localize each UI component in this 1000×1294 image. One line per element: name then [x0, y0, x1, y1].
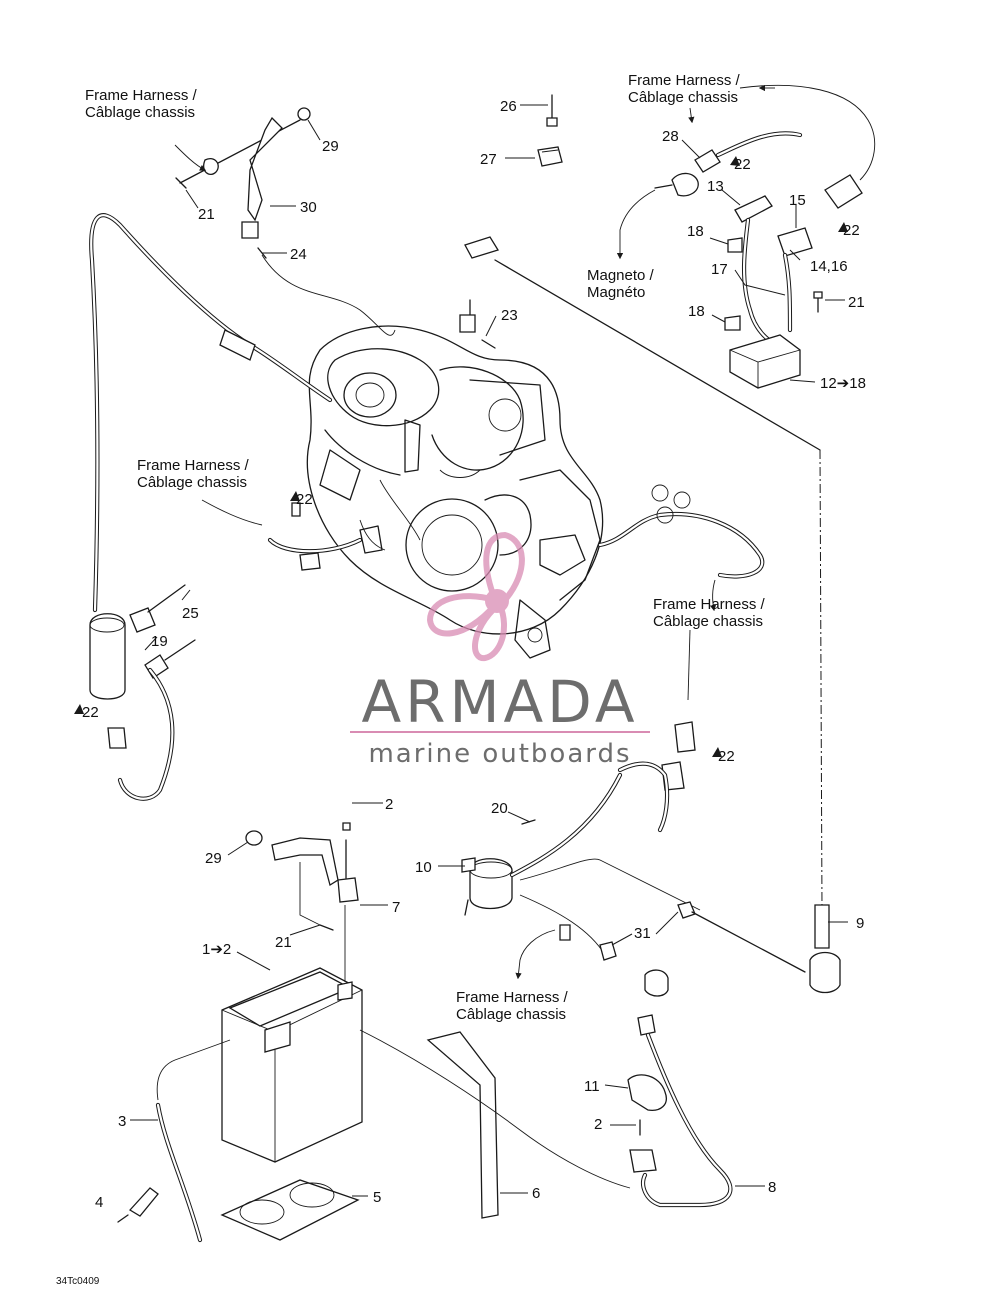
callout-19: 19 — [151, 633, 168, 650]
callout-8: 8 — [768, 1179, 776, 1196]
callout-24: 24 — [290, 246, 307, 263]
harness-label-top-right-line1: Frame Harness / — [628, 72, 741, 89]
callout-22-mid-left: 22 — [296, 491, 313, 508]
callout-22-top-right: 22 — [843, 222, 860, 239]
callout-22-left: 22 — [82, 704, 99, 721]
callout-25: 25 — [182, 605, 199, 622]
callout-20: 20 — [491, 800, 508, 817]
callout-5: 5 — [373, 1189, 381, 1206]
battery-cable-negative — [245, 830, 339, 931]
callout-29-top: 29 — [322, 138, 339, 155]
callout-28: 28 — [662, 128, 679, 145]
ground-strap-upper — [459, 236, 841, 994]
callout-10: 10 — [415, 859, 432, 876]
callout-7: 7 — [392, 899, 400, 916]
callout-leaders — [130, 84, 848, 1197]
callout-17: 17 — [711, 261, 728, 278]
callout-21-right: 21 — [848, 294, 865, 311]
magneto-cable — [616, 131, 803, 260]
battery — [156, 822, 363, 1163]
magneto-label-line2: Magnéto — [587, 284, 645, 301]
propeller-logo-icon — [426, 531, 525, 661]
nuts-31 — [515, 901, 806, 997]
left-harness-branch — [201, 499, 363, 571]
callout-22-top-center: 22 — [734, 156, 751, 173]
ignition-module-assembly — [724, 84, 876, 389]
harness-label-mid-left-line2: Câblage chassis — [137, 474, 247, 491]
fastener-26-27 — [537, 94, 563, 167]
harness-label-top-left-line1: Frame Harness / — [85, 87, 198, 104]
harness-label-top-right-line2: Câblage chassis — [628, 89, 738, 106]
callout-14-16: 14,16 — [810, 258, 848, 275]
brand-tagline: marine outboards — [368, 739, 631, 769]
battery-pad — [220, 1179, 360, 1241]
callout-13: 13 — [707, 178, 724, 195]
sealant-marker-icons — [74, 156, 848, 757]
callout-6: 6 — [532, 1185, 540, 1202]
callout-31: 31 — [634, 925, 651, 942]
callout-2-lower: 2 — [594, 1116, 602, 1133]
callout-numbers: 26 27 29 30 21 24 28 22 13 15 22 18 14,1… — [82, 98, 866, 1211]
callout-2-upper: 2 — [385, 796, 393, 813]
callout-26: 26 — [500, 98, 517, 115]
ignition-coil — [89, 584, 196, 801]
callout-12-to-18: 12➔18 — [820, 375, 866, 392]
callout-30: 30 — [300, 199, 317, 216]
harness-label-mid-right-line1: Frame Harness / — [653, 596, 766, 613]
callout-18-upper: 18 — [687, 223, 704, 240]
callout-18-lower: 18 — [688, 303, 705, 320]
callout-29-bottom: 29 — [205, 850, 222, 867]
armada-watermark: ARMADA marine outboards — [350, 531, 650, 769]
callout-15: 15 — [789, 192, 806, 209]
top-left-bracket — [175, 107, 396, 336]
harness-label-top-left-line2: Câblage chassis — [85, 104, 195, 121]
callout-22-right: 22 — [718, 748, 735, 765]
harness-label-mid-right-line2: Câblage chassis — [653, 613, 763, 630]
right-harness-branch — [597, 484, 765, 833]
callout-27: 27 — [480, 151, 497, 168]
harness-label-mid-left-line1: Frame Harness / — [137, 457, 250, 474]
harness-label-bottom-line1: Frame Harness / — [456, 989, 569, 1006]
callout-11: 11 — [584, 1078, 600, 1095]
callout-4: 4 — [95, 1194, 103, 1211]
engine-assembly — [306, 325, 604, 659]
callout-21-top: 21 — [198, 206, 215, 223]
battery-cable-positive — [627, 1014, 733, 1208]
callout-1-to-2: 1➔2 — [202, 941, 231, 958]
battery-bracket — [359, 1029, 631, 1219]
left-loop-cable — [89, 213, 333, 613]
harness-label-bottom-line2: Câblage chassis — [456, 1006, 566, 1023]
callout-23: 23 — [501, 307, 518, 324]
diagram-reference-code: 34Tc0409 — [56, 1276, 100, 1287]
callout-3: 3 — [118, 1113, 126, 1130]
battery-strap — [117, 1102, 203, 1243]
callout-9: 9 — [856, 915, 864, 932]
magneto-label-line1: Magneto / — [587, 267, 655, 284]
callout-21-bottom: 21 — [275, 934, 292, 951]
brand-name: ARMADA — [361, 668, 638, 736]
starter-solenoid — [461, 772, 701, 956]
